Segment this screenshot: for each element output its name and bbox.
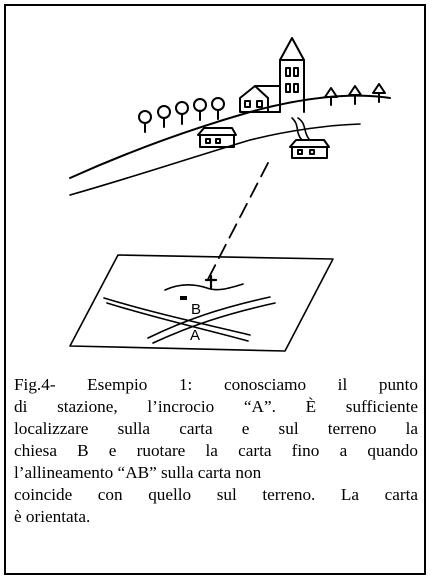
label-a: A: [190, 327, 200, 344]
caption-line-4: chiesa B e ruotare la carta fino a quand…: [14, 441, 418, 460]
map-road-4: [152, 302, 276, 344]
caption-line-3: localizzare sulla carta e sul terreno la: [14, 419, 418, 438]
map-road-curve: [164, 283, 244, 291]
trees-left: [138, 97, 225, 133]
map-building-symbol: [180, 296, 187, 300]
terrain-line: [69, 94, 391, 179]
map-road-3: [147, 296, 271, 339]
figure-caption: Fig.4- Esempio 1: conosciamo il punto di…: [14, 374, 418, 528]
terrain-road-1: [291, 117, 303, 141]
map-road-1: [103, 297, 251, 336]
terrain-and-map-illustration: B A: [69, 37, 391, 352]
caption-line-2: di stazione, l’incrocio “A”. È sufficien…: [14, 397, 418, 416]
house-left: [197, 127, 237, 148]
caption-line-1: Fig.4- Esempio 1: conosciamo il punto: [14, 375, 418, 394]
church-building: [239, 85, 281, 113]
caption-line-5: l’allineamento “AB” sulla carta non: [14, 463, 262, 482]
terrain-road-2: [297, 117, 310, 140]
map-road-2: [106, 302, 249, 342]
caption-line-7: è orientata.: [14, 507, 91, 526]
house-right: [289, 139, 330, 159]
trees-right: [324, 83, 386, 106]
label-b: B: [191, 301, 201, 318]
caption-line-6: coincide con quello sul terreno. La cart…: [14, 485, 418, 504]
terrain-lower-line: [69, 123, 361, 196]
map-sheet: [69, 254, 334, 352]
sight-line: [204, 162, 269, 286]
bell-tower: [279, 37, 305, 113]
